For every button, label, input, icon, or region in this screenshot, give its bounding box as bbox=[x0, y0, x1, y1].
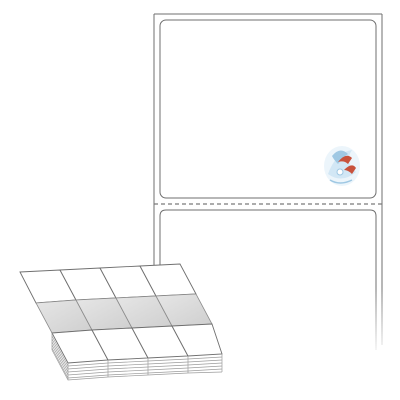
label-top bbox=[159, 19, 377, 199]
lucky-fish-logo-icon bbox=[324, 146, 360, 186]
fanfold-stack-sides bbox=[51, 333, 223, 381]
fanfold-stack bbox=[19, 263, 223, 381]
fanfold-fold-strip bbox=[35, 293, 213, 334]
